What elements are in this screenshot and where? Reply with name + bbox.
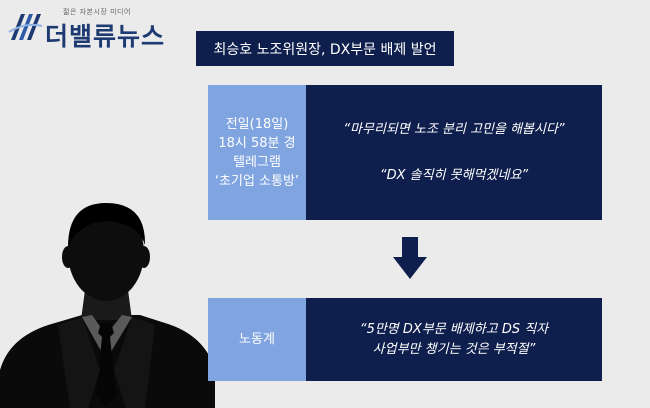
quote-union-split: “마무리되면 노조 분리 고민을 해봅시다” [343, 121, 565, 137]
person-silhouette-icon [0, 203, 215, 408]
labor-quote-line-2: 사업부만 챙기는 것은 부적절” [372, 341, 536, 357]
quote-dx-complaint: “DX 솔직히 못해먹겠네요” [379, 167, 529, 183]
labor-quote-box: “5만명 DX부문 배제하고 DS 직자 사업부만 챙기는 것은 부적절” [306, 298, 602, 381]
source-channel-line: ‘초기업 소통방’ [214, 173, 300, 189]
chairman-quote-box: “마무리되면 노조 분리 고민을 해봅시다” “DX 솔직히 못해먹겠네요” [306, 85, 602, 220]
headline-box: 최승호 노조위원장, DX부문 배제 발언 [196, 31, 454, 66]
down-arrow-icon [393, 237, 427, 279]
source-platform-line: 텔레그램 [233, 154, 281, 170]
labor-label-box: 노동계 [208, 298, 306, 381]
labor-quote-line-1: “5만명 DX부문 배제하고 DS 직자 [359, 321, 549, 337]
source-date-line: 전일(18일) [225, 116, 289, 132]
brand-logo: 젊은 자본시장 미디어 더밸류뉴스 [7, 4, 177, 51]
source-time-line: 18시 58분 경 [218, 135, 296, 151]
brand-name: 더밸류뉴스 [45, 22, 166, 51]
source-label-box: 전일(18일) 18시 58분 경 텔레그램 ‘초기업 소통방’ [208, 85, 306, 220]
headline-text: 최승호 노조위원장, DX부문 배제 발언 [213, 41, 437, 58]
labor-label: 노동계 [239, 332, 275, 347]
brand-mark-icon [8, 14, 43, 40]
brand-tagline: 젊은 자본시장 미디어 [63, 8, 131, 16]
